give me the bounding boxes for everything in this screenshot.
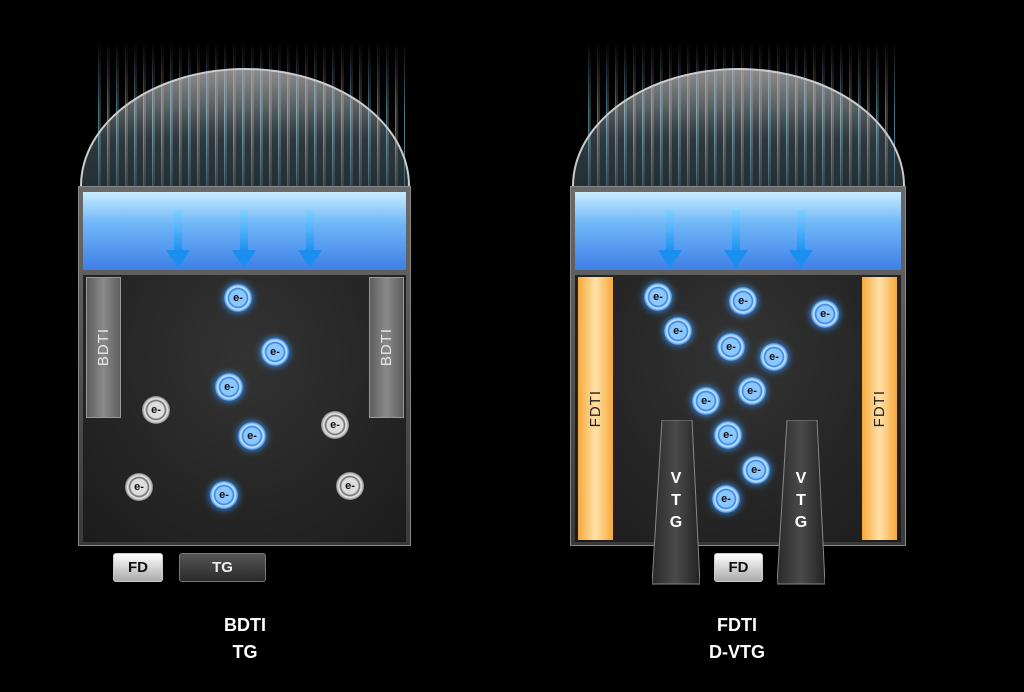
electron-blue: e- bbox=[712, 485, 740, 513]
fd-block: FD bbox=[113, 553, 163, 582]
fdti-label: FDTI bbox=[871, 389, 888, 428]
electron-blue: e- bbox=[224, 284, 252, 312]
electron-gray: e- bbox=[336, 472, 364, 500]
caption-line1: FDTI bbox=[717, 615, 757, 635]
vtg-gate-right: V T G bbox=[777, 420, 825, 585]
vtg-shape bbox=[652, 420, 700, 585]
electron-gray: e- bbox=[125, 473, 153, 501]
caption-right: FDTI D-VTG bbox=[657, 612, 817, 666]
caption-line2: D-VTG bbox=[709, 642, 765, 662]
electron-blue: e- bbox=[692, 387, 720, 415]
light-arrow-icon bbox=[298, 210, 322, 268]
fd-block: FD bbox=[714, 553, 763, 582]
electron-blue: e- bbox=[717, 333, 745, 361]
bdti-isolation-right: BDTI bbox=[369, 277, 404, 418]
vtg-label: V T G bbox=[669, 470, 683, 531]
tg-block: TG bbox=[179, 553, 266, 582]
caption-line2: TG bbox=[232, 642, 258, 662]
electron-gray: e- bbox=[321, 411, 349, 439]
electron-blue: e- bbox=[238, 422, 266, 450]
electron-blue: e- bbox=[729, 287, 757, 315]
electron-blue: e- bbox=[664, 317, 692, 345]
fdti-isolation-left: FDTI bbox=[578, 277, 613, 540]
vtg-gate-left: V T G bbox=[652, 420, 700, 585]
light-arrow-icon bbox=[789, 210, 813, 268]
bdti-label: BDTI bbox=[378, 328, 395, 367]
light-arrow-icon bbox=[166, 210, 190, 268]
electron-blue: e- bbox=[811, 300, 839, 328]
photodiode-area bbox=[83, 275, 406, 542]
fdti-label: FDTI bbox=[587, 389, 604, 428]
light-arrow-icon bbox=[232, 210, 256, 268]
light-arrow-icon bbox=[658, 210, 682, 268]
light-arrow-icon bbox=[724, 210, 748, 268]
electron-blue: e- bbox=[760, 343, 788, 371]
electron-blue: e- bbox=[644, 283, 672, 311]
fdti-isolation-right: FDTI bbox=[862, 277, 897, 540]
electron-blue: e- bbox=[738, 377, 766, 405]
electron-blue: e- bbox=[261, 338, 289, 366]
electron-blue: e- bbox=[742, 456, 770, 484]
bdti-isolation-left: BDTI bbox=[86, 277, 121, 418]
caption-line1: BDTI bbox=[224, 615, 266, 635]
electron-gray: e- bbox=[142, 396, 170, 424]
electron-blue: e- bbox=[210, 481, 238, 509]
electron-blue: e- bbox=[215, 373, 243, 401]
vtg-label: V T G bbox=[794, 470, 808, 531]
bdti-label: BDTI bbox=[95, 328, 112, 367]
caption-left: BDTI TG bbox=[165, 612, 325, 666]
vtg-shape bbox=[777, 420, 825, 585]
electron-blue: e- bbox=[714, 421, 742, 449]
